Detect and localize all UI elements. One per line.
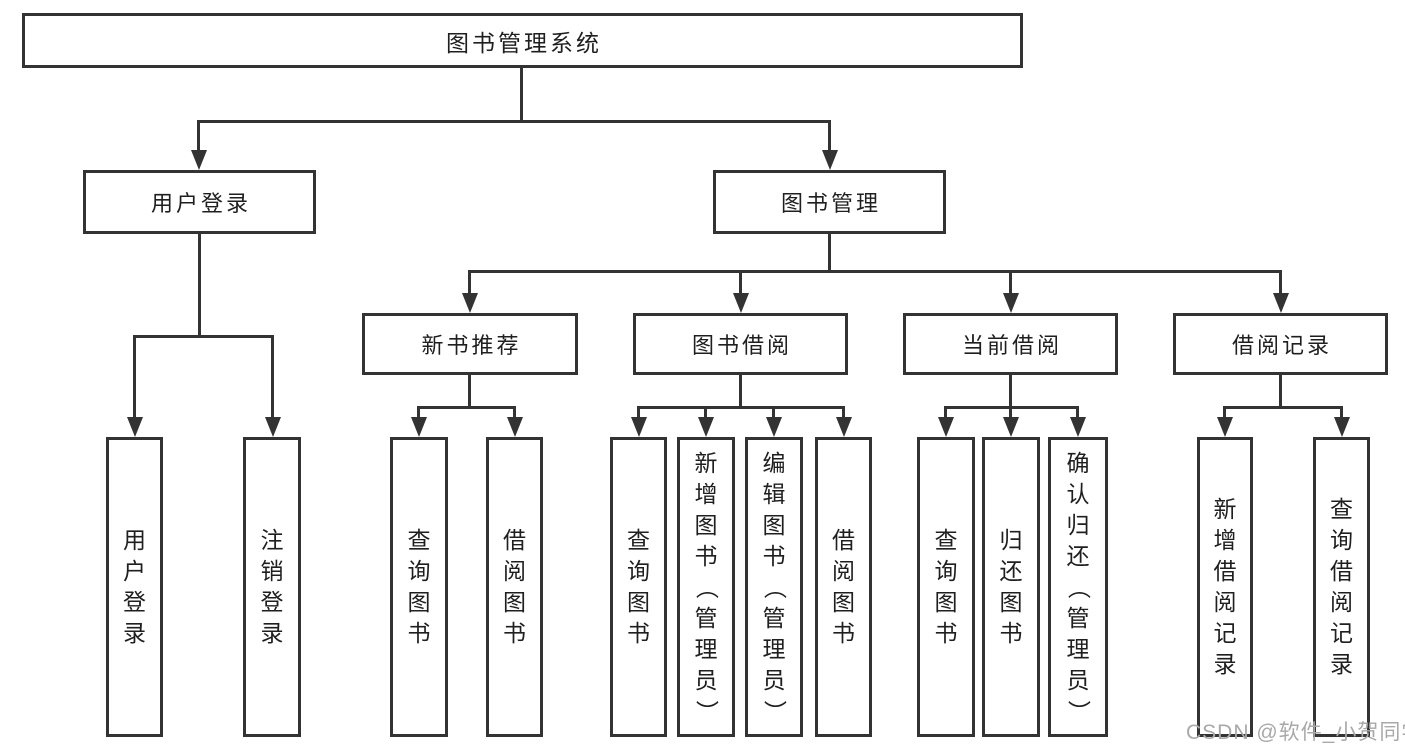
node-root: 图书管理系统 [22, 13, 1023, 68]
node-current-borrow: 当前借阅 [903, 313, 1118, 375]
node-new-book-rec: 新书推荐 [362, 313, 578, 375]
connector-level3-rail [468, 270, 1282, 273]
arrow-to-rec-borrow [506, 406, 523, 437]
connector-book-mgmt-stem [828, 234, 831, 273]
connector-borrow-record-stem [1279, 375, 1282, 409]
arrow-to-current-borrow [1002, 270, 1019, 313]
arrow-to-bb-query [630, 406, 647, 437]
arrow-to-book-borrow [732, 270, 749, 313]
connector-book-borrow-rail [637, 406, 845, 409]
arrow-to-logout [264, 335, 281, 437]
node-user-login: 用户登录 [83, 170, 316, 234]
node-borrow-record: 借阅记录 [1173, 313, 1388, 375]
arrow-to-bb-edit [765, 406, 782, 437]
arrow-to-borrow-record [1272, 270, 1289, 313]
node-book-borrow: 图书借阅 [633, 313, 848, 375]
node-leaf-login: 用户登录 [106, 437, 163, 737]
node-leaf-bb-query-book: 查询图书 [610, 437, 667, 737]
arrow-to-br-query [1333, 406, 1350, 437]
connector-user-login-rail [133, 335, 274, 338]
arrow-to-login [126, 335, 143, 437]
node-leaf-br-query-record: 查询借阅记录 [1313, 437, 1370, 737]
connector-new-book-rec-stem [468, 375, 471, 409]
arrow-to-rec-query [410, 406, 427, 437]
arrow-to-user-login [190, 120, 207, 170]
node-leaf-cb-query-book: 查询图书 [917, 437, 975, 737]
connector-current-borrow-stem [1009, 375, 1012, 409]
arrow-to-bb-borrow [835, 406, 852, 437]
node-leaf-br-add-record: 新增借阅记录 [1197, 437, 1253, 737]
node-leaf-bb-add-book: 新增图书（管理员） [677, 437, 735, 737]
node-book-mgmt: 图书管理 [713, 170, 946, 234]
node-leaf-rec-query-book: 查询图书 [390, 437, 448, 737]
connector-borrow-record-rail [1223, 406, 1343, 409]
arrow-to-book-mgmt [821, 120, 838, 170]
node-leaf-rec-borrow-book: 借阅图书 [486, 437, 543, 737]
connector-root-stem [520, 68, 523, 123]
arrow-to-br-add [1216, 406, 1233, 437]
connector-book-borrow-stem [739, 375, 742, 409]
node-leaf-bb-borrow-book: 借阅图书 [815, 437, 872, 737]
arrow-to-bb-add [697, 406, 714, 437]
arrow-to-cb-return [1002, 406, 1019, 437]
node-leaf-cb-return-book: 归还图书 [982, 437, 1040, 737]
connector-user-login-stem [198, 234, 201, 338]
watermark-text: CSDN @软件_小贺同学 [1186, 721, 1405, 744]
arrow-to-cb-query [937, 406, 954, 437]
arrow-to-new-book-rec [461, 270, 478, 313]
node-leaf-bb-edit-book: 编辑图书（管理员） [745, 437, 803, 737]
connector-new-book-rec-rail [417, 406, 516, 409]
arrow-to-cb-confirm [1069, 406, 1086, 437]
node-leaf-logout: 注销登录 [243, 437, 301, 737]
node-leaf-cb-confirm-return: 确认归还（管理员） [1048, 437, 1108, 737]
connector-level2-rail [198, 120, 831, 123]
